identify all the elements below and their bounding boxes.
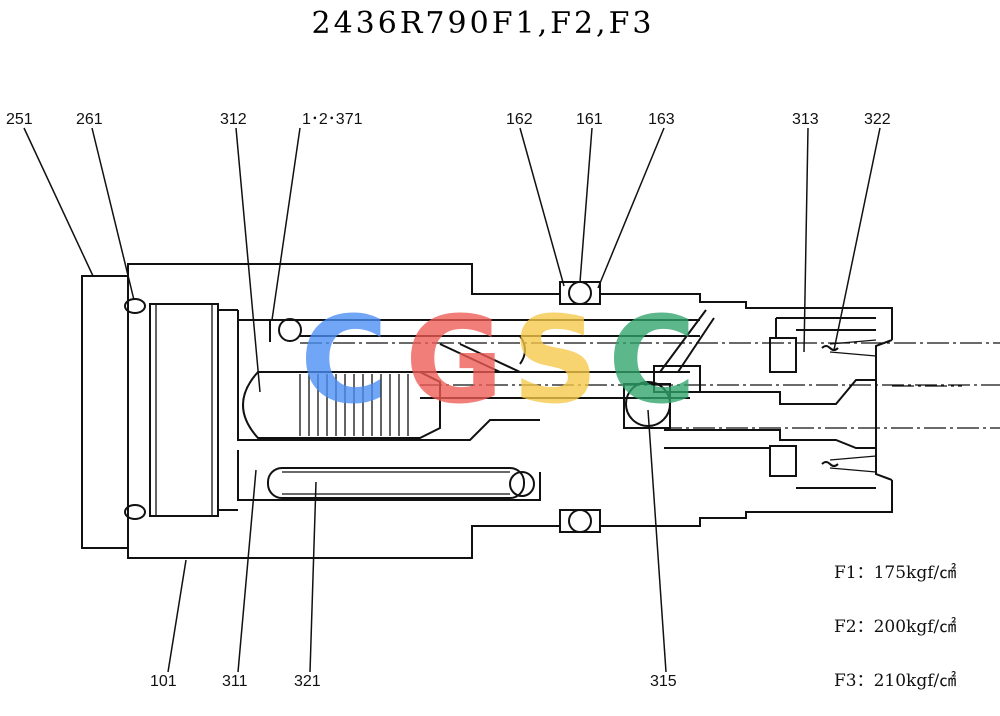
plug-and-sleeve xyxy=(124,298,238,520)
watermark-letter-4: C xyxy=(608,292,696,431)
leader-lines xyxy=(23,127,881,673)
label-251: 251 xyxy=(6,111,33,128)
seat-ball-315 xyxy=(623,381,671,429)
spec-f3: F3：210kgf/㎠ xyxy=(834,671,956,691)
label-311: 311 xyxy=(222,673,248,690)
inner-bore xyxy=(237,310,700,501)
watermark-letter-2: G xyxy=(405,292,504,431)
spec-f1: F1：175kgf/㎠ xyxy=(834,563,956,583)
spring-322 xyxy=(821,339,877,473)
piston-312 xyxy=(242,371,441,439)
label-101: 101 xyxy=(150,673,177,690)
label-313: 313 xyxy=(792,111,819,128)
spec-f2: F2：200kgf/㎠ xyxy=(834,617,956,637)
body-101 xyxy=(81,263,893,559)
label-312: 312 xyxy=(220,111,247,128)
sleeve-313 xyxy=(664,317,876,489)
watermark-logo: C G S C xyxy=(300,292,696,431)
watermark-letter-1: C xyxy=(300,292,388,431)
centerlines xyxy=(300,342,1000,429)
label-321: 321 xyxy=(294,673,321,690)
label-371: 1･2･371 xyxy=(302,111,363,128)
label-162: 162 xyxy=(506,111,533,128)
label-315: 315 xyxy=(650,673,677,690)
label-163: 163 xyxy=(648,111,675,128)
label-161: 161 xyxy=(576,111,603,128)
check-ball-371 xyxy=(269,318,302,342)
spring-321 xyxy=(267,467,535,499)
drawing-title: 2436R790F1,F2,F3 xyxy=(312,6,655,41)
label-322: 322 xyxy=(864,111,891,128)
watermark-letter-3: S xyxy=(512,292,598,431)
label-261: 261 xyxy=(76,111,103,128)
